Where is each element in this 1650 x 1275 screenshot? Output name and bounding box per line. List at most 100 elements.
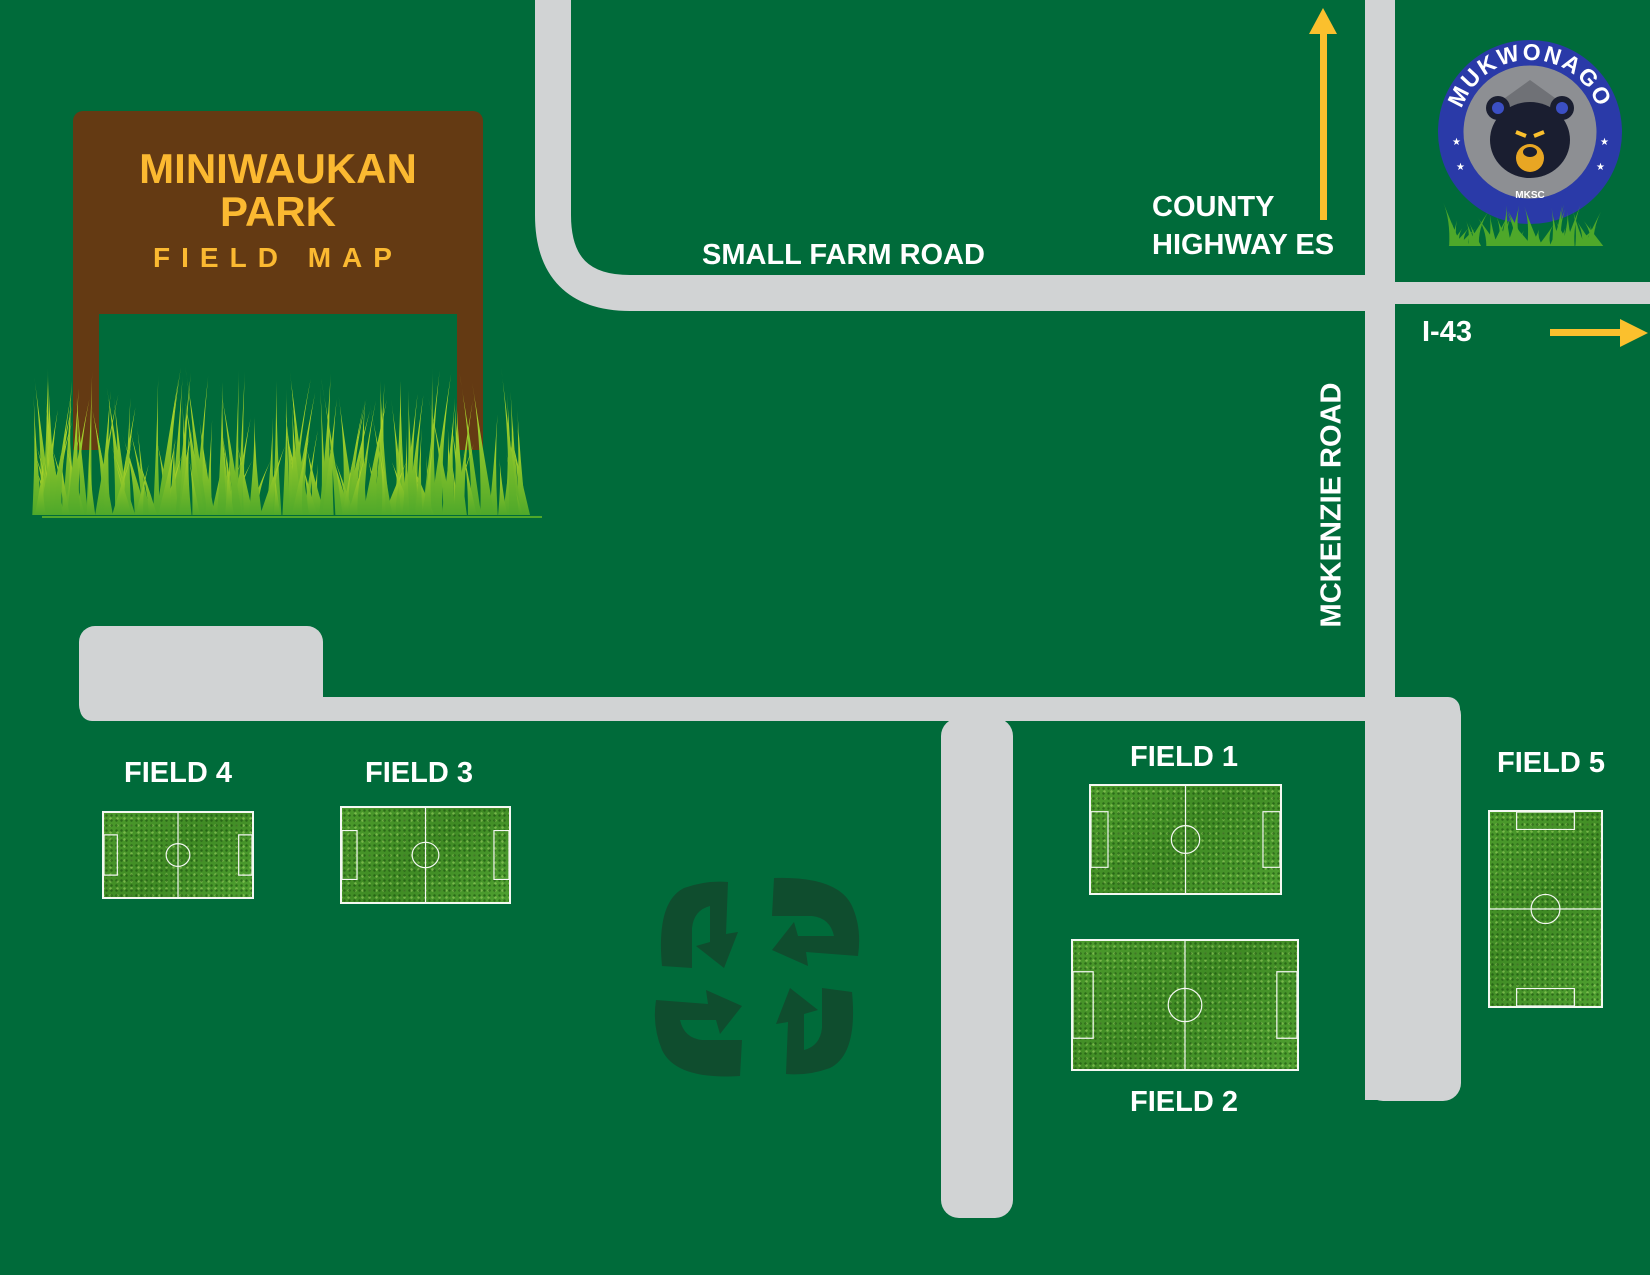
grass-blade	[1572, 210, 1585, 246]
svg-text:★: ★	[1596, 162, 1605, 173]
pitch-field-1	[1089, 784, 1282, 895]
grass-blade	[155, 377, 179, 515]
grass-blade	[248, 416, 262, 515]
grass-blade	[233, 369, 240, 515]
grass-blade	[188, 455, 200, 515]
grass-blade	[282, 388, 291, 515]
grass-blade	[178, 429, 192, 515]
svg-text:★: ★	[1456, 162, 1465, 173]
grass-blade	[225, 452, 234, 515]
grass-blade	[95, 394, 119, 515]
grass-blade	[1468, 221, 1482, 246]
grass-blade	[291, 435, 310, 515]
grass-blade	[1524, 206, 1540, 246]
grass-blade	[516, 420, 527, 515]
grass-blade	[168, 436, 179, 515]
grass-blade	[410, 460, 435, 515]
grass-blade	[66, 388, 81, 515]
grass-blade	[260, 446, 285, 515]
recycle-arrows-icon	[654, 877, 860, 1077]
grass-blade	[441, 403, 456, 515]
grass-blade	[1583, 211, 1601, 246]
grass-blade	[1575, 226, 1598, 246]
grass-blade	[462, 447, 477, 515]
label-county-highway-line2: HIGHWAY ES	[1152, 229, 1335, 261]
grass-blade	[1452, 228, 1469, 246]
grass-blade	[406, 394, 424, 515]
road-lower-horizontal	[80, 697, 1460, 721]
grass-blade	[91, 407, 113, 515]
label-field-3: FIELD 3	[365, 757, 473, 789]
grass-blade	[421, 370, 440, 515]
label-field-2: FIELD 2	[1130, 1086, 1238, 1118]
grass-blade	[347, 456, 365, 515]
grass-blade	[1588, 224, 1602, 246]
grass-blade	[344, 410, 371, 515]
grass-blade	[341, 460, 353, 515]
grass-blade	[488, 414, 498, 515]
grass-blade	[158, 438, 177, 515]
pitch-field-4	[102, 811, 254, 899]
label-county-highway-line1: COUNTY	[1152, 191, 1275, 223]
grass-blade	[1488, 213, 1498, 246]
grass-blade	[1513, 227, 1532, 246]
label-field-4: FIELD 4	[124, 757, 232, 789]
grass-blade	[1449, 221, 1461, 246]
grass-blade	[136, 421, 149, 515]
grass-blade	[97, 391, 111, 515]
grass-blade	[414, 427, 423, 515]
arrow-icon	[1309, 8, 1337, 220]
grass-blade	[402, 393, 418, 515]
grass-blade	[1513, 230, 1524, 246]
label-mckenzie-road: MCKENZIE ROAD	[1315, 382, 1348, 628]
grass-blade	[45, 396, 63, 515]
grass-blade	[320, 387, 328, 515]
grass-blade	[303, 430, 318, 515]
grass-blade	[378, 434, 393, 515]
grass-blade	[1465, 220, 1478, 246]
pitch-field-5	[1488, 810, 1603, 1008]
grass-blade	[1492, 214, 1509, 246]
grass-blade	[421, 440, 434, 515]
grass-blade	[75, 392, 88, 515]
grass-blade	[378, 449, 393, 515]
grass-blade	[86, 451, 96, 515]
grass-blade	[59, 452, 70, 515]
grass-blade	[1503, 206, 1525, 246]
grass-blade	[217, 379, 227, 515]
grass-blade	[1552, 204, 1564, 246]
grass-blade	[502, 424, 515, 515]
grass-blade	[1538, 224, 1554, 246]
grass-blade	[402, 428, 410, 515]
grass-blade	[135, 464, 149, 515]
grass-blade	[1551, 207, 1561, 246]
grass-icon	[32, 366, 542, 518]
club-logo-icon: MKSC MUKWONAGO ★ ★ ★ ★	[1438, 40, 1622, 246]
grass-blade	[344, 399, 367, 515]
pitch-field-3	[340, 806, 511, 904]
grass-blade	[113, 396, 130, 515]
label-interstate: I-43	[1422, 316, 1472, 348]
road-middle-vertical	[941, 718, 1013, 1218]
sign-title-line2: PARK	[220, 188, 336, 235]
grass-blade	[429, 373, 452, 515]
grass-blade	[136, 454, 157, 515]
grass-blade	[39, 409, 58, 515]
grass-blade	[362, 399, 387, 515]
grass-blade	[453, 397, 467, 515]
grass-blade	[1498, 215, 1511, 246]
grass-blade	[183, 390, 205, 515]
road-right-vertical	[1365, 697, 1461, 1101]
grass-blade	[273, 464, 281, 515]
grass-blade	[32, 395, 43, 515]
grass-blade	[472, 382, 495, 515]
grass-blade	[175, 372, 191, 515]
grass-blade	[1564, 205, 1581, 246]
arrow-right-icon	[1550, 319, 1648, 347]
label-field-1: FIELD 1	[1130, 741, 1238, 773]
grass-blade	[122, 397, 132, 515]
grass-blade	[52, 392, 72, 515]
grass-blade	[34, 457, 46, 515]
